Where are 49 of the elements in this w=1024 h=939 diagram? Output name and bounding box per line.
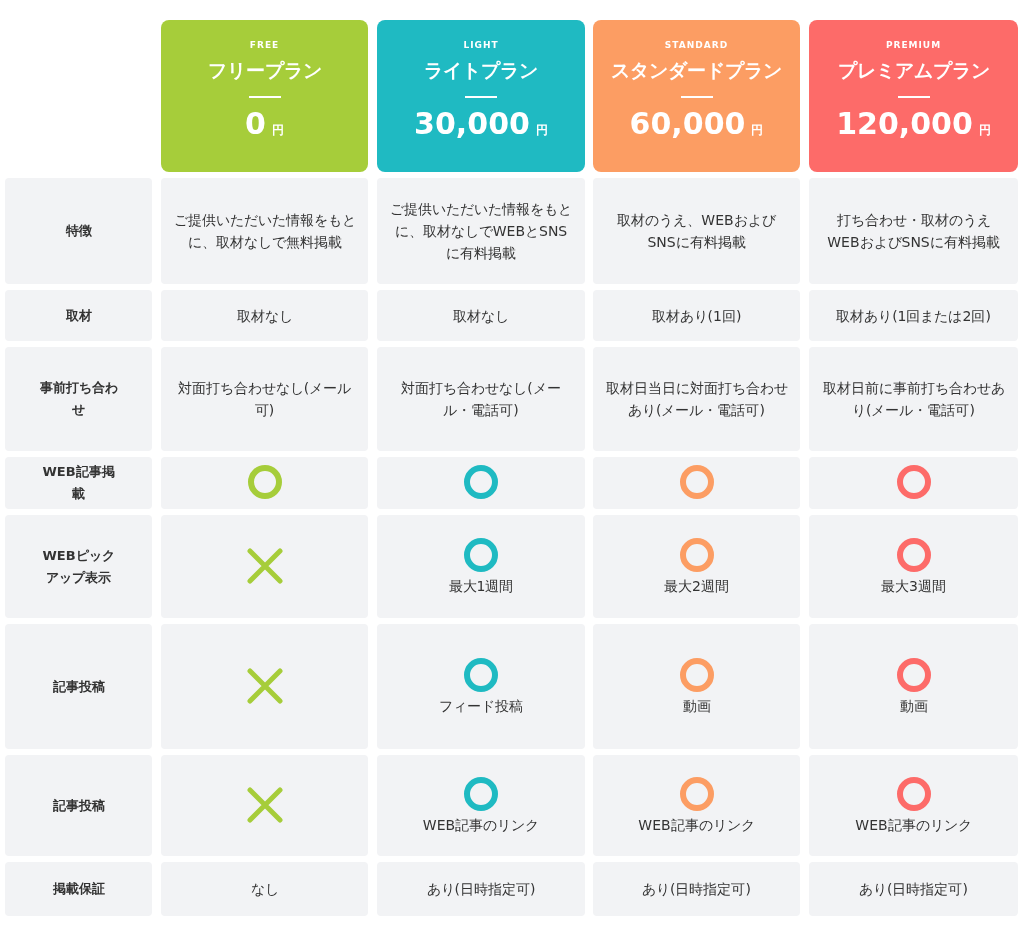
plan-code: FREE: [249, 40, 280, 50]
cell-text: 動画: [682, 696, 711, 716]
cell-text: 最大3週間: [881, 576, 946, 596]
cell-text: フィード投稿: [439, 696, 523, 716]
row-heading: WEBピックアップ表示: [41, 546, 116, 587]
cell-text: 取材なし: [236, 306, 293, 326]
plan-name: スタンダードプラン: [611, 58, 782, 83]
plan-name: ライトプラン: [424, 58, 538, 83]
cell-text: あり(日時指定可): [859, 880, 968, 899]
plan-code: STANDARD: [664, 40, 729, 50]
price-amount: 30,000: [414, 106, 530, 141]
cell-text: 取材あり(1回): [651, 306, 742, 326]
plan-name: プレミアムプラン: [837, 58, 990, 83]
cell-text: WEB記事のリンク: [638, 815, 755, 835]
row-heading: 掲載保証: [52, 880, 105, 898]
row-heading: WEB記事掲載: [41, 463, 116, 503]
cell-text: ご提供いただいた情報をもとに、取材なしでWEBとSNSに有料掲載: [389, 200, 573, 263]
row-heading: 記事投稿: [52, 796, 105, 815]
row-heading: 特徴: [65, 222, 92, 240]
cell-text: 最大1週間: [448, 576, 514, 596]
currency-unit: 円: [978, 122, 991, 139]
currency-unit: 円: [271, 122, 284, 139]
cell-text: 動画: [899, 696, 928, 716]
cell-text: 対面打ち合わせなし(メール可): [176, 379, 353, 420]
plan-name: フリープラン: [207, 58, 322, 83]
cell-text: あり(日時指定可): [426, 880, 536, 899]
price-amount: 60,000: [629, 106, 746, 141]
row-heading: 記事投稿: [52, 677, 105, 696]
cell-text: あり(日時指定可): [642, 880, 751, 899]
cell-text: 取材あり(1回または2回): [836, 306, 991, 326]
price-amount: 120,000: [836, 106, 973, 141]
cell-text: 打ち合わせ・取材のうえWEBおよびSNSに有料掲載: [826, 211, 1001, 252]
price-amount: 0: [245, 106, 266, 141]
plan-code: PREMIUM: [885, 40, 942, 50]
cell-text: 最大2週間: [664, 576, 729, 596]
cell-text: 取材日当日に対面打ち合わせあり(メール・電話可): [604, 379, 789, 420]
cell-text: WEB記事のリンク: [422, 815, 540, 835]
cell-text: 対面打ち合わせなし(メール・電話可): [400, 379, 562, 420]
currency-unit: 円: [751, 122, 764, 139]
plan-code: LIGHT: [463, 40, 499, 50]
cell-text: 取材日前に事前打ち合わせあり(メール・電話可): [821, 379, 1006, 420]
row-heading: 取材: [65, 306, 92, 325]
cell-text: 取材なし: [453, 306, 509, 326]
cell-text: なし: [250, 880, 279, 899]
row-heading: 事前打ち合わせ: [38, 379, 119, 419]
cell-text: ご提供いただいた情報をもとに、取材なしで無料掲載: [172, 211, 357, 252]
cell-text: 取材のうえ、WEBおよびSNSに有料掲載: [616, 211, 777, 252]
currency-unit: 円: [535, 122, 548, 139]
cell-text: WEB記事のリンク: [855, 815, 972, 835]
